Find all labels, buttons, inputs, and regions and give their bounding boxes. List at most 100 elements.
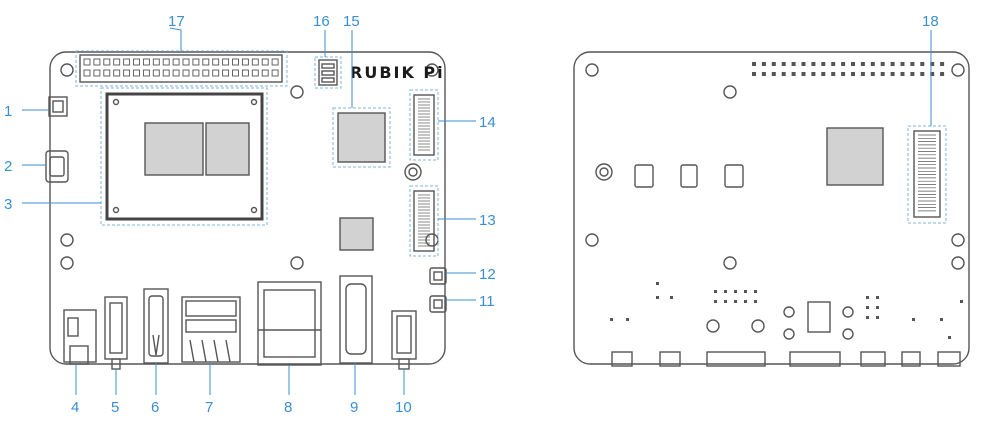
gpio-pin	[271, 69, 279, 77]
back-board	[573, 51, 970, 367]
callout-5: 5	[111, 399, 119, 416]
back-pin	[880, 72, 885, 76]
gpio-pin	[241, 58, 249, 66]
component-dot	[876, 316, 879, 319]
callout-1: 1	[4, 103, 12, 120]
back-component-dots	[610, 282, 963, 339]
component-dot	[626, 318, 629, 321]
component-dot	[912, 318, 915, 321]
gpio-pin	[83, 69, 91, 77]
back-pin	[841, 72, 846, 76]
gpio-pin	[271, 58, 279, 66]
back-pin	[752, 72, 756, 76]
gpio-pin	[222, 69, 230, 77]
gpio-pin	[172, 69, 180, 77]
callout-labels: 1 2 3 4 5 6 7 8 9 10 11 12 13 14 15 16 1…	[4, 13, 939, 416]
callout-lines	[22, 27, 932, 395]
gpio-pin	[182, 58, 190, 66]
back-pin	[831, 62, 836, 66]
component-dot	[724, 300, 727, 303]
callout-12: 12	[479, 266, 496, 283]
gpio-pin	[212, 58, 220, 66]
back-pin	[890, 72, 895, 76]
gpio-pin	[202, 69, 210, 77]
back-pin	[752, 62, 756, 66]
back-pin	[860, 72, 865, 76]
gpio-pin	[192, 58, 200, 66]
gpio-pin	[162, 58, 170, 66]
callout-14: 14	[479, 114, 496, 131]
component-dot	[734, 300, 737, 303]
gpio-pin	[182, 69, 190, 77]
back-pin	[880, 62, 885, 66]
component-dot	[754, 300, 757, 303]
back-pin	[761, 72, 766, 76]
back-pin	[930, 72, 935, 76]
back-pin	[870, 72, 875, 76]
back-pin	[930, 62, 935, 66]
back-pin	[811, 62, 816, 66]
gpio-pin	[251, 69, 259, 77]
back-pin	[841, 62, 846, 66]
back-pin	[821, 72, 826, 76]
component-dot	[734, 290, 737, 293]
gpio-pin	[192, 69, 200, 77]
front-board	[45, 51, 447, 370]
component-dot	[876, 306, 879, 309]
callout-11: 11	[479, 293, 495, 310]
back-pin	[851, 72, 855, 76]
back-pin	[900, 62, 905, 66]
callout-6: 6	[151, 399, 159, 416]
component-dot	[724, 290, 727, 293]
back-pin	[851, 62, 855, 66]
component-dot	[948, 336, 951, 339]
back-pin	[920, 72, 925, 76]
component-dot	[866, 296, 869, 299]
gpio-pin	[133, 58, 140, 66]
gpio-pin	[261, 69, 269, 77]
back-pin-array	[752, 62, 945, 76]
gpio-pin	[251, 58, 259, 66]
back-pin	[801, 72, 806, 76]
back-highlight-box	[907, 125, 947, 224]
back-pin	[781, 72, 786, 76]
back-pin	[771, 62, 776, 66]
back-pin	[920, 62, 925, 66]
component-dot	[714, 290, 717, 293]
back-pin	[801, 62, 806, 66]
back-pin	[781, 62, 786, 66]
back-pin	[890, 62, 895, 66]
gpio-pin	[83, 58, 91, 66]
back-pin	[771, 72, 776, 76]
gpio-pin	[123, 69, 131, 77]
callout-9: 9	[350, 399, 358, 416]
gpio-pin	[113, 69, 121, 77]
callout-4: 4	[71, 399, 79, 416]
component-dot	[744, 300, 747, 303]
callout-7: 7	[205, 399, 213, 416]
gpio-pin	[261, 58, 269, 66]
back-pin	[910, 62, 915, 66]
component-dot	[960, 300, 963, 303]
component-dot	[744, 290, 747, 293]
callout-10: 10	[395, 399, 412, 416]
gpio-pin	[152, 58, 160, 66]
callout-2: 2	[4, 158, 12, 175]
component-dot	[714, 300, 717, 303]
back-pin	[870, 62, 875, 66]
back-pin	[860, 62, 865, 66]
gpio-pin	[142, 58, 150, 66]
component-dot	[670, 296, 673, 299]
gpio-pin	[152, 69, 160, 77]
gpio-pin	[103, 69, 111, 77]
component-dot	[876, 296, 879, 299]
back-pin	[940, 72, 945, 76]
callout-18: 18	[922, 13, 939, 30]
component-dot	[610, 318, 613, 321]
callout-16: 16	[313, 13, 330, 30]
component-dot	[754, 290, 757, 293]
gpio-pin	[113, 58, 121, 66]
gpio-pin	[93, 69, 101, 77]
component-dot	[656, 282, 659, 285]
gpio-pin	[172, 58, 180, 66]
